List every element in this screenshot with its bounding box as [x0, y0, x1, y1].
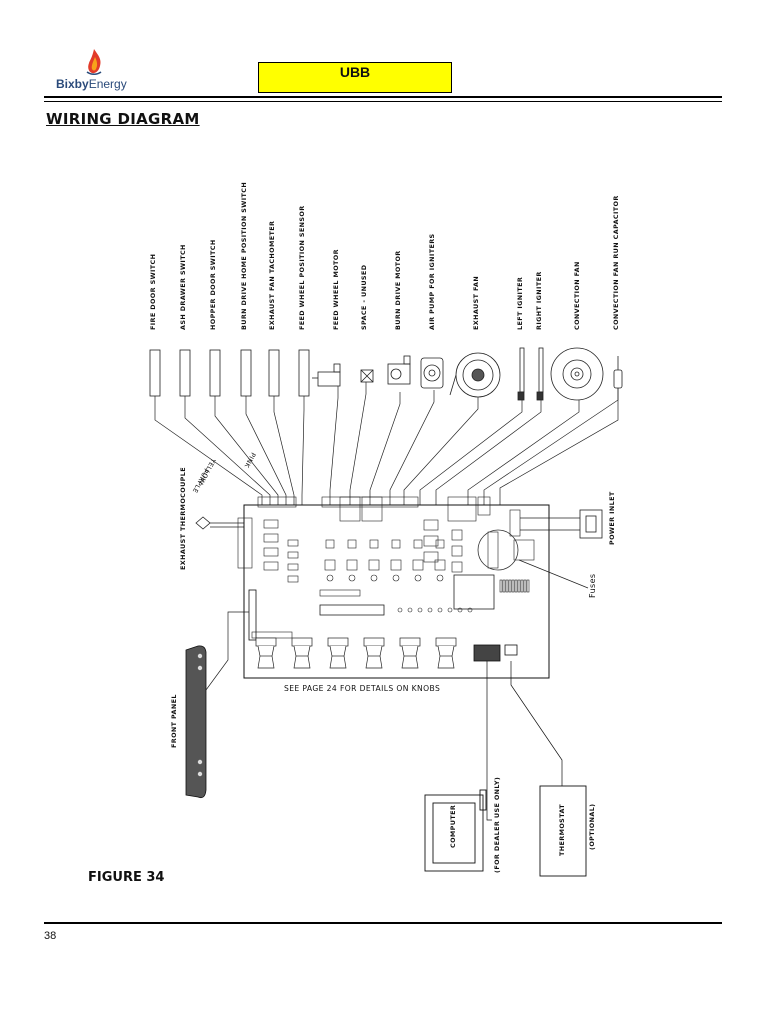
front-panel-button-2	[197, 665, 203, 671]
wire-ash-drawer-switch	[184, 396, 271, 505]
component-icon-convection-fan-run-capacitor	[613, 356, 623, 389]
board-chip-ic	[319, 604, 385, 616]
component-icon-feed-wheel-motor	[312, 363, 341, 387]
knob-6	[435, 637, 457, 669]
wire-capacitor-return	[499, 388, 619, 505]
component-icon-burn-drive-motor	[387, 355, 411, 385]
exhaust-thermocouple-probe	[195, 516, 244, 530]
component-label-convection-fan-run-capacitor: CONVECTION FAN RUN CAPACITOR	[612, 195, 620, 330]
component-label-left-igniter: LEFT IGNITER	[516, 277, 524, 330]
wire-burn-drive-motor	[369, 392, 401, 505]
knob-4	[363, 637, 385, 669]
bixby-energy-logo: BixbyEnergy	[56, 48, 136, 96]
logo-text: BixbyEnergy	[56, 77, 127, 91]
computer-port	[473, 644, 501, 662]
wire-convection-fan-run-capacitor	[483, 388, 619, 505]
component-label-air-pump-for-igniters: AIR PUMP FOR IGNITERS	[428, 233, 436, 330]
knob-5	[399, 637, 421, 669]
component-label-exhaust-fan-tachometer: EXHAUST FAN TACHOMETER	[268, 221, 276, 330]
knob-3	[327, 637, 349, 669]
wire-hopper-door-switch	[214, 396, 279, 505]
knobs-note: SEE PAGE 24 FOR DETAILS ON KNOBS	[284, 684, 440, 693]
component-label-convection-fan: CONVECTION FAN	[573, 261, 581, 330]
figure-label: FIGURE 34	[88, 870, 165, 885]
computer	[424, 661, 492, 872]
component-icons	[149, 347, 623, 401]
dealer-note-label: (FOR DEALER USE ONLY)	[493, 777, 501, 873]
wire-convection-fan	[467, 400, 580, 505]
wire-label-yellow: YELLOW	[197, 456, 218, 486]
model-badge: UBB	[258, 62, 452, 93]
knobs	[255, 637, 457, 669]
page-number: 38	[44, 930, 57, 942]
wires	[154, 382, 619, 505]
power-inlet-connector	[520, 509, 603, 539]
wire-feed-wheel-position-sensor	[301, 396, 305, 505]
front-panel	[185, 611, 249, 799]
component-labels: FIRE DOOR SWITCH ASH DRAWER SWITCH HOPPER …	[149, 182, 620, 330]
component-label-burn-drive-home-position-switch: BURN DRIVE HOME POSITION SWITCH	[240, 182, 248, 330]
header-rule-thin	[44, 101, 722, 102]
component-label-hopper-door-switch: HOPPER DOOR SWITCH	[209, 239, 217, 330]
footer-rule	[44, 922, 722, 924]
front-panel-button-4	[197, 771, 203, 777]
header-rule	[44, 96, 722, 98]
wire-burn-drive-home-position-switch	[245, 396, 287, 505]
logo-brand: Bixby	[56, 77, 89, 91]
component-label-exhaust-fan: EXHAUST FAN	[472, 276, 480, 330]
component-icon-convection-fan	[550, 347, 604, 401]
wire-exhaust-fan	[403, 397, 479, 505]
wire-space-unused	[349, 382, 367, 505]
wire-right-igniter	[435, 400, 542, 505]
thermostat-label: THERMOSTAT	[558, 804, 566, 856]
component-icon-ash-drawer-switch	[179, 349, 191, 397]
front-panel-button-3	[197, 759, 203, 765]
component-icon-right-igniter	[536, 347, 544, 401]
wire-fire-door-switch	[154, 396, 263, 505]
component-icon-exhaust-fan	[449, 352, 501, 398]
front-panel-button-1	[197, 653, 203, 659]
component-icon-hopper-door-switch	[209, 349, 221, 397]
thermostat	[510, 661, 587, 877]
component-icon-left-igniter	[517, 347, 525, 401]
wire-feed-wheel-motor	[329, 386, 339, 505]
component-icon-air-pump-for-igniters	[420, 357, 444, 389]
component-icon-fire-door-switch	[149, 349, 161, 397]
computer-label: COMPUTER	[449, 805, 457, 848]
component-label-fire-door-switch: FIRE DOOR SWITCH	[149, 254, 157, 330]
thermostat-port	[504, 644, 518, 656]
component-icon-feed-wheel-position-sensor	[298, 349, 310, 397]
logo-suffix: Energy	[88, 77, 127, 91]
front-panel-label: FRONT PANEL	[170, 694, 178, 748]
component-label-burn-drive-motor: BURN DRIVE MOTOR	[394, 250, 402, 330]
optional-label: (OPTIONAL)	[588, 804, 596, 851]
knob-1	[255, 637, 277, 669]
component-label-right-igniter: RIGHT IGNITER	[535, 271, 543, 330]
component-icon-burn-drive-home-position-switch	[240, 349, 252, 397]
flame-icon	[86, 49, 102, 76]
wire-label-pink: PINK	[242, 451, 257, 470]
fuses-leader	[518, 559, 589, 589]
power-inlet-label: POWER INLET	[608, 491, 616, 545]
wire-air-pump-for-igniters	[389, 390, 435, 505]
component-label-space-unused: SPACE - UNUSED	[360, 265, 368, 330]
knob-2	[291, 637, 313, 669]
wire-exhaust-fan-tachometer	[273, 396, 295, 505]
fuse-holder-ring	[477, 529, 519, 571]
component-label-feed-wheel-position-sensor: FEED WHEEL POSITION SENSOR	[298, 205, 306, 330]
exhaust-thermocouple-label: EXHAUST THERMOCOUPLE	[179, 467, 187, 570]
component-label-feed-wheel-motor: FEED WHEEL MOTOR	[332, 249, 340, 330]
component-icon-exhaust-fan-tachometer	[268, 349, 280, 397]
component-label-ash-drawer-switch: ASH DRAWER SWITCH	[179, 244, 187, 330]
front-panel-connector	[248, 589, 257, 641]
section-title: WIRING DIAGRAM	[46, 110, 200, 128]
board-chip-large	[453, 574, 495, 610]
fuses-label: Fuses	[588, 574, 597, 599]
component-icon-space-unused	[360, 369, 374, 383]
wire-left-igniter	[419, 400, 523, 505]
